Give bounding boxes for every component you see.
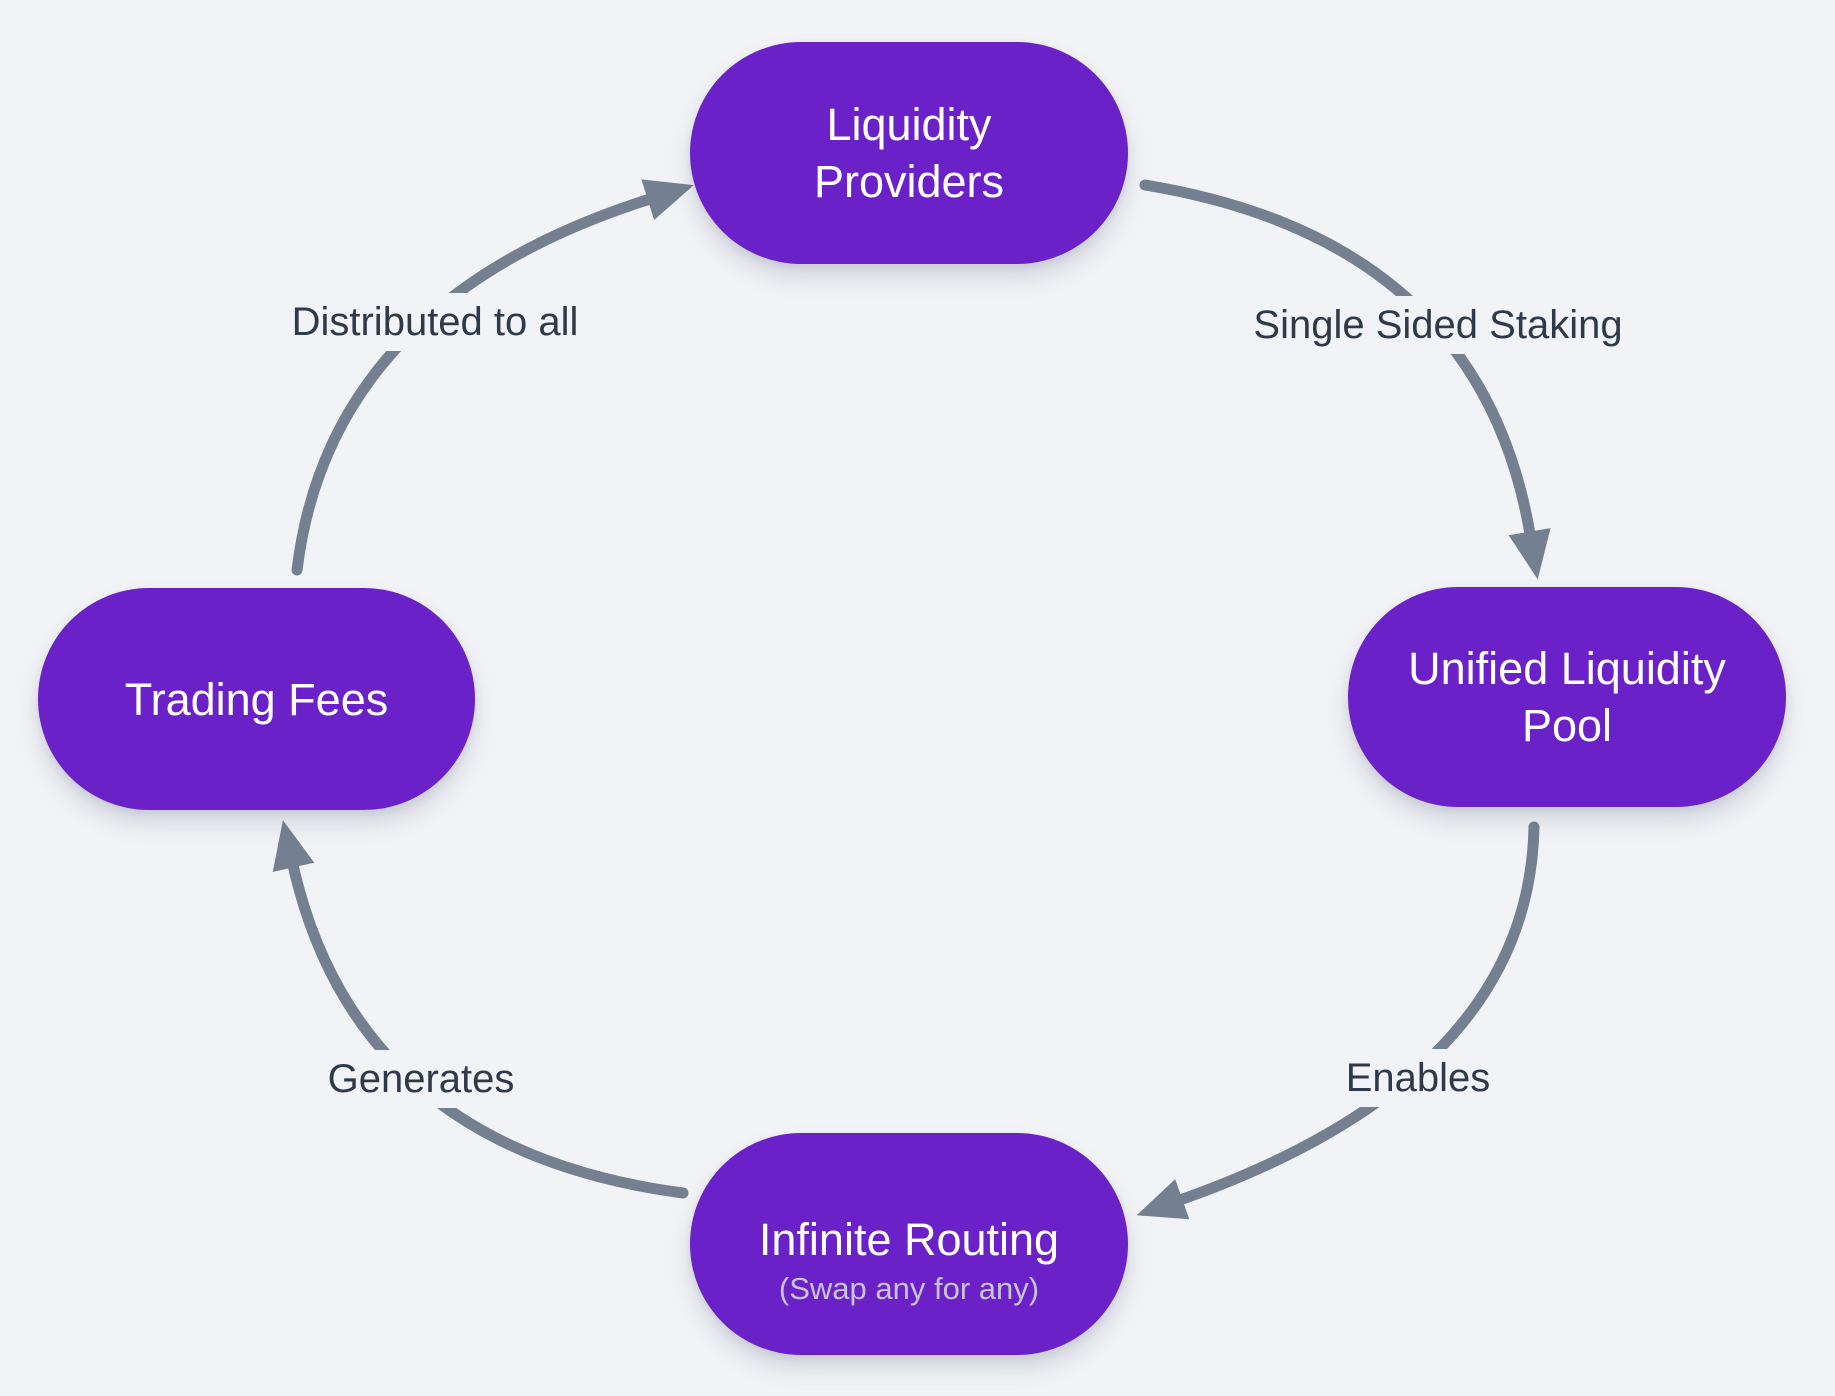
edge-label-enables: Enables bbox=[1333, 1049, 1503, 1107]
node-liquidity-providers: Liquidity Providers bbox=[690, 42, 1128, 264]
edge-arrow-infinite-routing-to-trading-fees bbox=[272, 820, 689, 1199]
edge-label-generates: Generates bbox=[315, 1050, 527, 1108]
node-trading-fees: Trading Fees bbox=[38, 588, 475, 810]
edge-label-distributed-to-all: Distributed to all bbox=[279, 293, 591, 351]
edge-arrow-liquidity-providers-to-unified-liquidity-pool bbox=[1139, 179, 1551, 580]
edge-arrow-trading-fees-to-liquidity-providers bbox=[291, 179, 694, 576]
node-infinite-routing-label: Infinite Routing bbox=[758, 1214, 1060, 1265]
node-unified-liquidity-pool-label: Unified Liquidity Pool bbox=[1408, 643, 1726, 751]
node-liquidity-providers-label: Liquidity Providers bbox=[813, 99, 1005, 207]
node-unified-liquidity-pool: Unified Liquidity Pool bbox=[1348, 587, 1786, 807]
node-infinite-routing: Infinite Routing (Swap any for any) bbox=[690, 1133, 1128, 1355]
node-infinite-routing-subtitle: (Swap any for any) bbox=[778, 1271, 1040, 1306]
node-trading-fees-label: Trading Fees bbox=[124, 673, 389, 725]
edge-label-single-sided-staking: Single Sided Staking bbox=[1241, 296, 1635, 354]
edge-arrow-unified-liquidity-pool-to-infinite-routing bbox=[1136, 821, 1540, 1220]
